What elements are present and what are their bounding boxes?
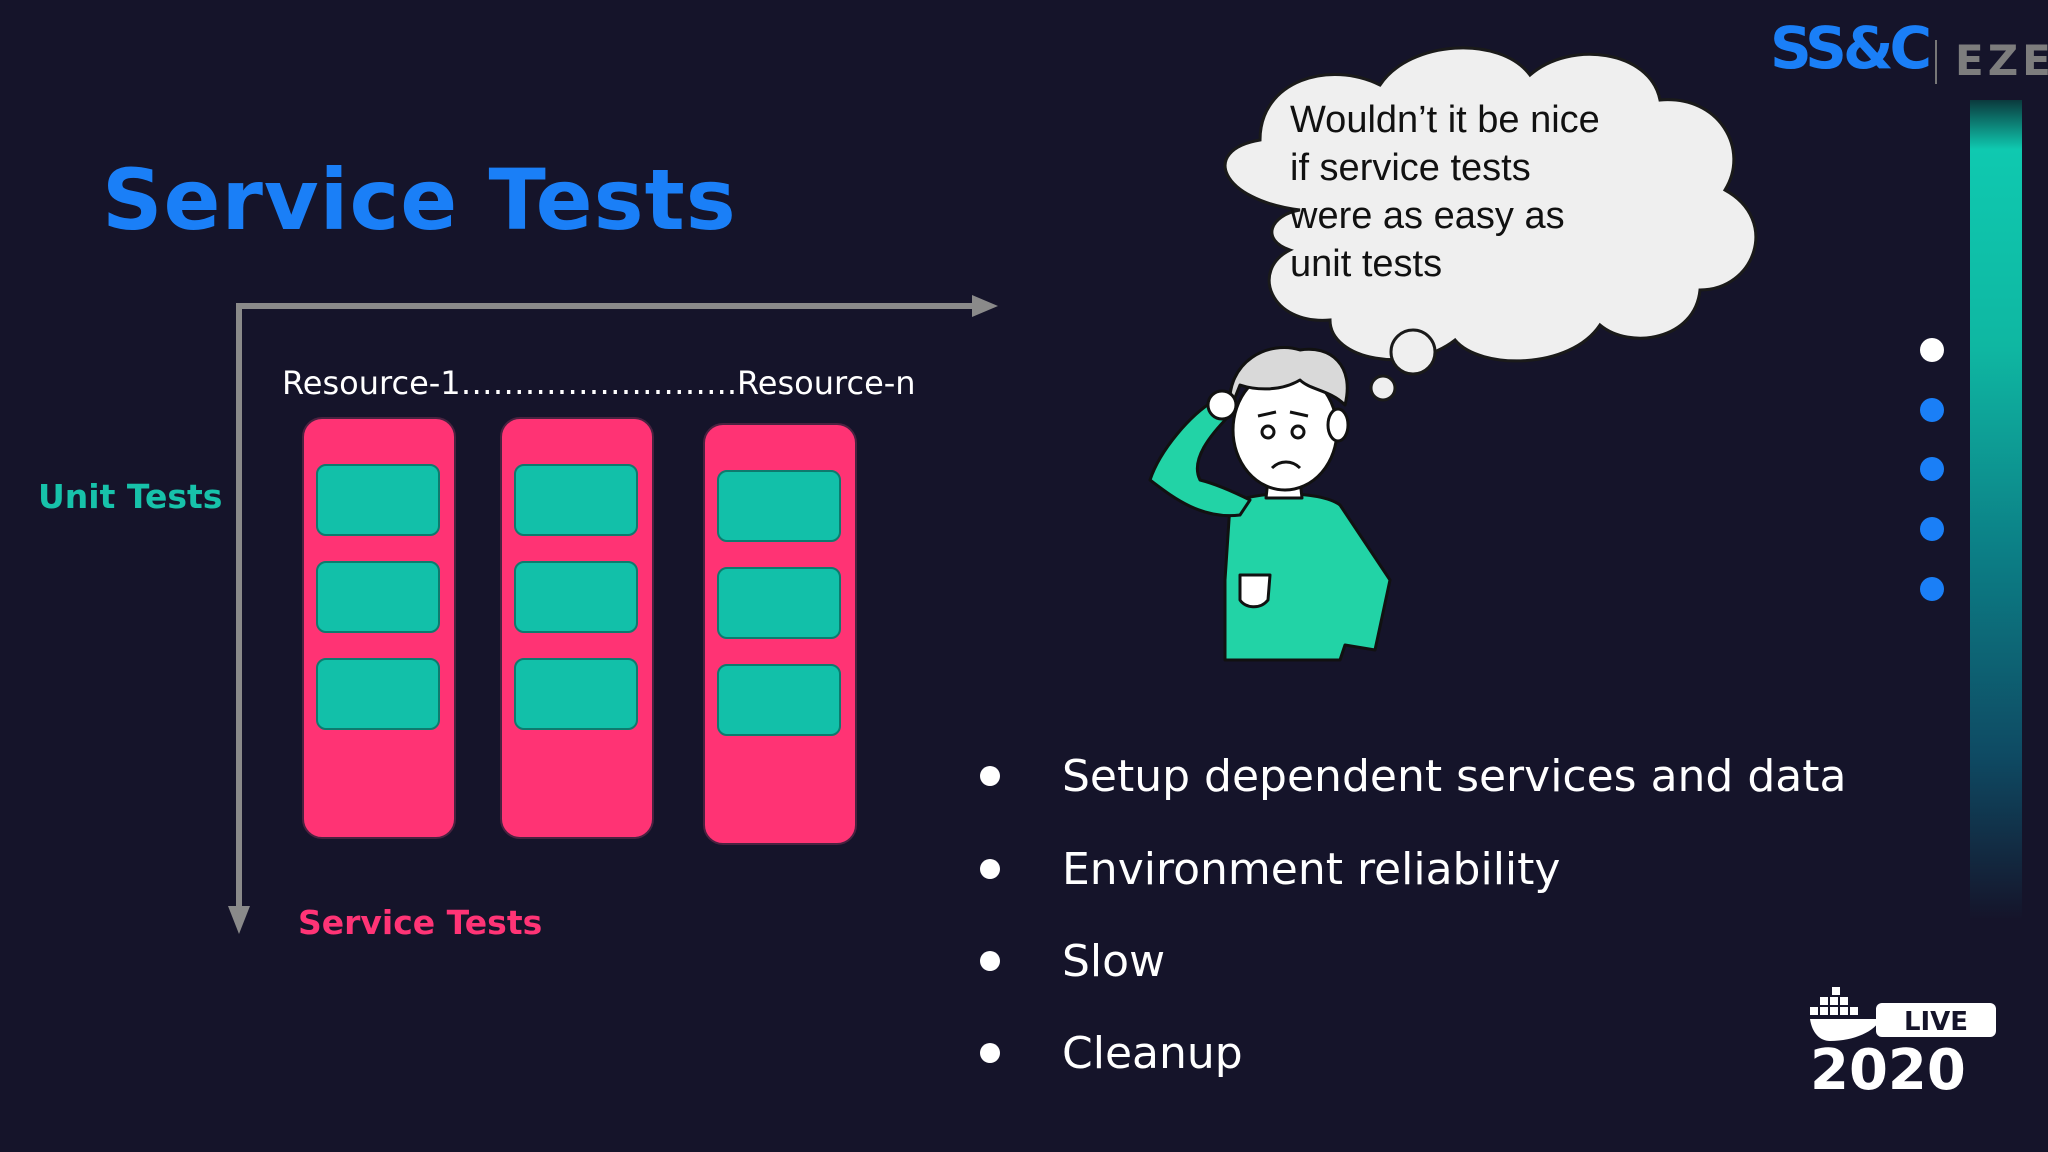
service-tests-label: Service Tests [298,903,543,942]
thought-line: were as easy as [1290,195,1565,237]
unit-block [514,464,638,536]
unit-block [514,561,638,633]
bullet-item: Slow [980,931,1165,991]
bullet-item: Cleanup [980,1023,1243,1083]
bullet-dot-icon [980,766,1000,786]
thought-line: if service tests [1290,147,1531,189]
ssc-logo: SS&C [1770,14,1932,82]
eze-logo: EZE [1955,36,2048,85]
resource-column-1 [302,417,456,839]
bullet-item: Environment reliability [980,839,1560,899]
y-axis-arrow-icon [228,906,250,934]
slide-title: Service Tests [102,151,737,249]
thought-bubble-text: Wouldn’t it be nice if service tests wer… [1290,96,1600,288]
event-year-text: 2020 [1810,1038,1966,1095]
nav-dot-3[interactable] [1920,457,1944,481]
unit-tests-label: Unit Tests [38,477,223,516]
dockercon-live-2020-logo: LIVE 2020 [1810,987,1996,1095]
nav-dot-2[interactable] [1920,398,1944,422]
thought-bubble [1223,46,1758,402]
slide-progress-bar [1970,100,2022,920]
thought-line: Wouldn’t it be nice [1290,99,1600,141]
unit-block [316,561,440,633]
y-axis-line [236,303,242,913]
bullet-text: Environment reliability [1062,843,1561,895]
nav-dot-4[interactable] [1920,517,1944,541]
resource-column-n [703,423,857,845]
unit-block [316,464,440,536]
logo-divider [1935,40,1937,84]
unit-block [316,658,440,730]
bullet-text: Cleanup [1062,1027,1243,1079]
bullet-dot-icon [980,1043,1000,1063]
bullet-item: Setup dependent services and data [980,746,1846,806]
unit-block [717,664,841,736]
nav-dot-1[interactable] [1920,338,1944,362]
live-badge-text: LIVE [1904,1007,1968,1037]
bullet-text: Slow [1062,935,1166,987]
bullet-dot-icon [980,859,1000,879]
resource-column-2 [500,417,654,839]
thinking-person-illustration [1148,346,1392,662]
unit-block [514,658,638,730]
resource-range-label: Resource-1……………………..Resource-n [282,364,916,402]
nav-dot-5[interactable] [1920,577,1944,601]
x-axis-arrow-icon [972,295,998,317]
x-axis-line [236,303,976,309]
unit-block [717,470,841,542]
unit-block [717,567,841,639]
bullet-dot-icon [980,951,1000,971]
bullet-text: Setup dependent services and data [1062,750,1847,802]
thought-line: unit tests [1290,243,1443,285]
